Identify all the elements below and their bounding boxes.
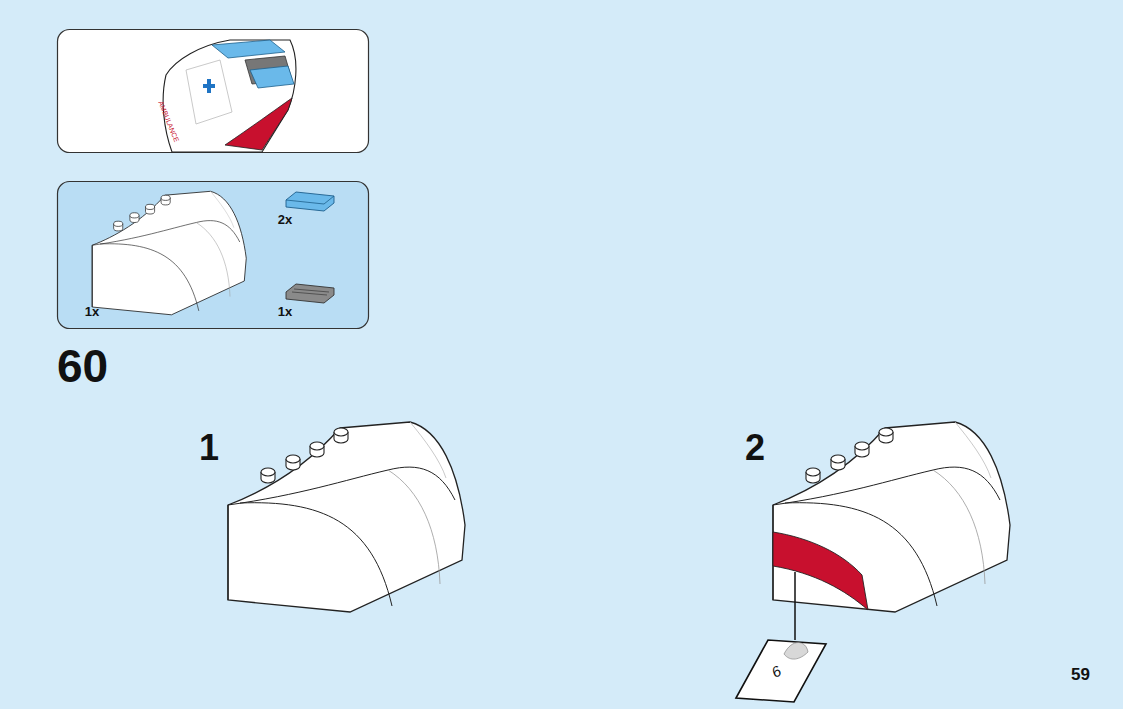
step-number: 60 xyxy=(57,343,108,389)
substep-number: 2 xyxy=(745,430,765,466)
page-number: 59 xyxy=(1071,666,1090,683)
quantity-label: 1x xyxy=(85,305,99,318)
sticker-number: 6 xyxy=(769,662,784,679)
sticker-callout: 6 xyxy=(736,638,828,704)
quantity-label: 1x xyxy=(278,305,292,318)
sticker-text: AMBULANCE xyxy=(158,99,181,142)
preview-panel: AMBULANCE xyxy=(57,29,369,153)
quantity-label: 2x xyxy=(278,213,292,226)
parts-panel: 2x 1x 1x xyxy=(57,181,369,329)
substep-number: 1 xyxy=(199,430,219,466)
